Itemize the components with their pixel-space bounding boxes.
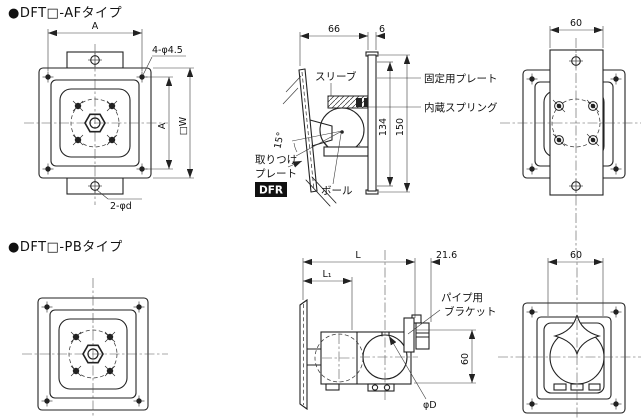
bolt-circle	[68, 329, 118, 379]
dim-height-outer: 150	[395, 118, 406, 136]
fixing-plate	[365, 51, 379, 195]
af-front-view: A 4-φ4.5 A □W 2-φd	[24, 21, 194, 212]
callout-tab-holes: 2-φd	[110, 201, 132, 212]
label-ball: ボール	[321, 185, 353, 197]
center-hex-nut	[82, 344, 104, 364]
label-sleeve: スリーブ	[315, 70, 357, 83]
dim-length: L	[355, 250, 361, 261]
pb-side-view: L L₁ 21.6 60 φD パイプ用 ブラケット	[299, 250, 497, 411]
af-type-title: ●DFT□-AFタイプ	[8, 6, 122, 21]
dim-a-top: A	[92, 21, 99, 32]
sleeve-arm	[323, 146, 369, 157]
fixing-plate-rear	[549, 49, 604, 196]
clamp-foot	[367, 383, 395, 392]
model-badge-text: DFR	[259, 185, 283, 197]
dim-rear-width: 60	[570, 250, 582, 261]
sleeve	[327, 95, 371, 109]
built-in-spring	[356, 98, 362, 107]
dim-rear-width: 60	[570, 18, 582, 29]
label-fixing-plate: 固定用プレート	[424, 72, 498, 85]
dim-outer-square: □W	[178, 116, 189, 135]
af-rear-view: 60	[500, 18, 641, 250]
pb-rear-view: 60	[498, 250, 641, 418]
dim-depth: 66	[328, 24, 340, 35]
af-side-view: 15° 66 6 134 150 スリーブ 固定用プレート 内蔵スプリング 取り…	[255, 24, 498, 207]
label-mounting-plate-1: 取りつけ	[255, 154, 297, 166]
pb-front-view	[22, 278, 168, 418]
label-spring: 内蔵スプリング	[424, 101, 498, 114]
label-mounting-plate-2: プレート	[255, 168, 297, 180]
dim-offset: 21.6	[436, 250, 457, 261]
af-front-bolt-circle	[70, 98, 120, 148]
dim-body-height: 60	[460, 353, 471, 365]
pipe-clamp	[403, 314, 430, 353]
callout-corner-holes: 4-φ4.5	[152, 45, 183, 56]
dim-a-side: A	[157, 122, 168, 129]
mounting-plate	[282, 68, 337, 207]
callout-pipe-diameter: φD	[423, 400, 437, 411]
label-pipe-bracket-2: ブラケット	[444, 305, 497, 318]
dim-swivel-angle: 15°	[272, 131, 286, 150]
model-badge	[255, 182, 287, 197]
label-pipe-bracket-1: パイプ用	[441, 292, 483, 304]
pb-type-title: ●DFT□-PBタイプ	[8, 240, 123, 255]
dim-length-1: L₁	[322, 269, 331, 280]
center-hex-nut	[84, 113, 106, 133]
dim-plate-thickness: 6	[379, 24, 385, 35]
dim-height-inner: 134	[378, 118, 389, 136]
mounting-plate	[299, 298, 308, 411]
